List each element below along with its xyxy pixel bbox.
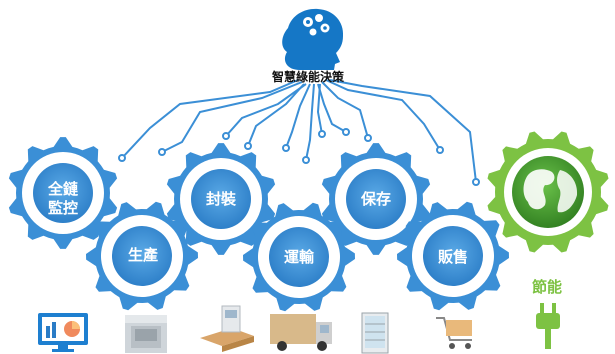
gear-label-chain: 全鏈 監控 [40, 180, 86, 218]
gear-production [86, 201, 198, 311]
gear-chain [8, 137, 118, 249]
decision-title: 智慧綠能決策 [271, 70, 344, 84]
gear-label-chain-line2: 監控 [47, 199, 78, 217]
head-brain-icon [282, 8, 344, 70]
energy-saving-label: 節能 [531, 278, 562, 296]
gear-group [8, 137, 509, 312]
gear-sales [397, 201, 509, 311]
machine-icon [125, 315, 167, 353]
circuit-lines [118, 79, 480, 186]
gear-label-storage: 保存 [360, 190, 391, 208]
gear-label-packaging: 封裝 [205, 190, 236, 208]
shopping-cart-icon [436, 317, 472, 349]
earth-gear-icon [487, 131, 609, 253]
gear-storage [321, 143, 431, 255]
gear-label-sales: 販售 [437, 248, 468, 266]
plug-icon [536, 303, 560, 349]
gear-packaging [166, 143, 276, 255]
packaging-machine-icon [200, 305, 254, 352]
monitor-chart-icon [38, 313, 88, 352]
gear-label-production: 生產 [127, 246, 158, 264]
refrigerator-icon [361, 312, 389, 354]
gear-label-chain-line1: 全鏈 [47, 180, 78, 198]
truck-icon [270, 314, 332, 351]
gear-transport [243, 202, 355, 312]
gear-label-transport: 運輸 [283, 248, 314, 266]
